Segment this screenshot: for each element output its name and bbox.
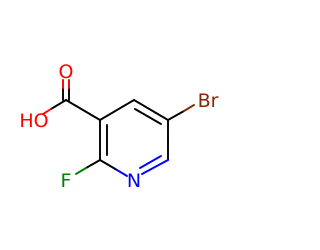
molecule-structure: O HO Br F N xyxy=(19,61,218,192)
bond-c6-n-inner xyxy=(139,155,162,169)
bond-c6-n-outer xyxy=(141,159,169,175)
bond-c2-n-blue xyxy=(116,169,128,177)
bond-c3-cooh xyxy=(65,99,101,121)
bonds xyxy=(42,79,195,177)
nitrogen-label: N xyxy=(127,170,141,192)
bromine-label: Br xyxy=(198,90,219,112)
bond-cooh-oh xyxy=(50,99,67,110)
bond-c5-br xyxy=(167,110,185,121)
hydroxyl-label: HO xyxy=(19,110,48,132)
bond-c3-c4 xyxy=(99,99,135,121)
bond-c5-br-colored xyxy=(183,104,195,112)
fluorine-label: F xyxy=(61,170,72,192)
bond-c2-f xyxy=(85,159,101,169)
bond-c4-c5 xyxy=(133,99,169,121)
atom-labels: O HO Br F N xyxy=(19,61,218,192)
bond-c2-f-colored xyxy=(75,167,87,175)
oxygen-label: O xyxy=(59,61,74,83)
bond-cooh-oh-colored xyxy=(42,108,52,115)
bond-c4-c5-inner xyxy=(134,108,162,125)
bond-c2-n xyxy=(99,159,118,171)
